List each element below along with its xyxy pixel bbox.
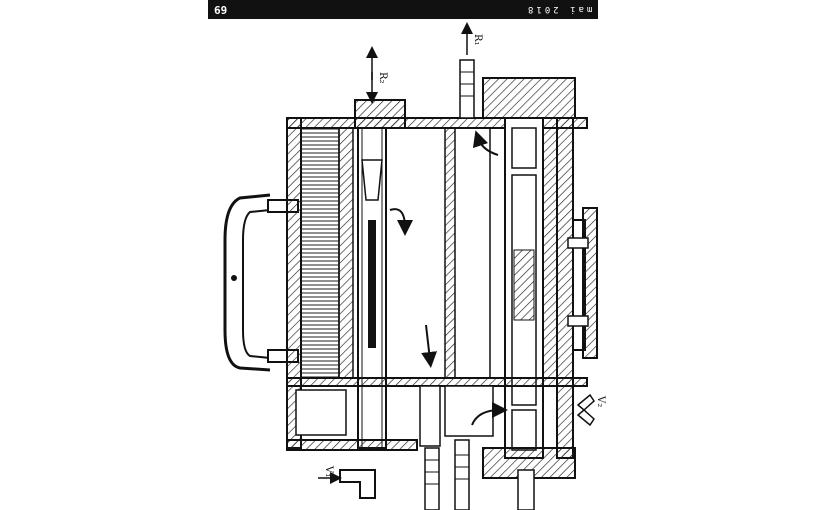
right-column xyxy=(504,117,574,459)
chamber xyxy=(385,127,491,379)
page-header-bar: 69 mai 2018 xyxy=(208,0,598,19)
top-wall xyxy=(286,77,588,129)
valve-knob xyxy=(576,393,595,427)
label-outlet-top-left: R₂ xyxy=(377,72,388,84)
flow-arrows xyxy=(318,22,508,484)
central-tube xyxy=(357,127,387,449)
bottom-fittings xyxy=(339,439,535,510)
label-valve-right: V₂ xyxy=(595,395,606,407)
top-fitting xyxy=(459,59,475,119)
label-inlet-bottom-left: V₁ xyxy=(323,465,334,477)
bottom-wall xyxy=(286,377,588,479)
label-outlet-top-right: R₁ xyxy=(472,34,483,46)
right-side-clamp xyxy=(567,207,598,359)
diagram-labels: R₂ R₁ V₁ V₂ xyxy=(323,34,606,477)
